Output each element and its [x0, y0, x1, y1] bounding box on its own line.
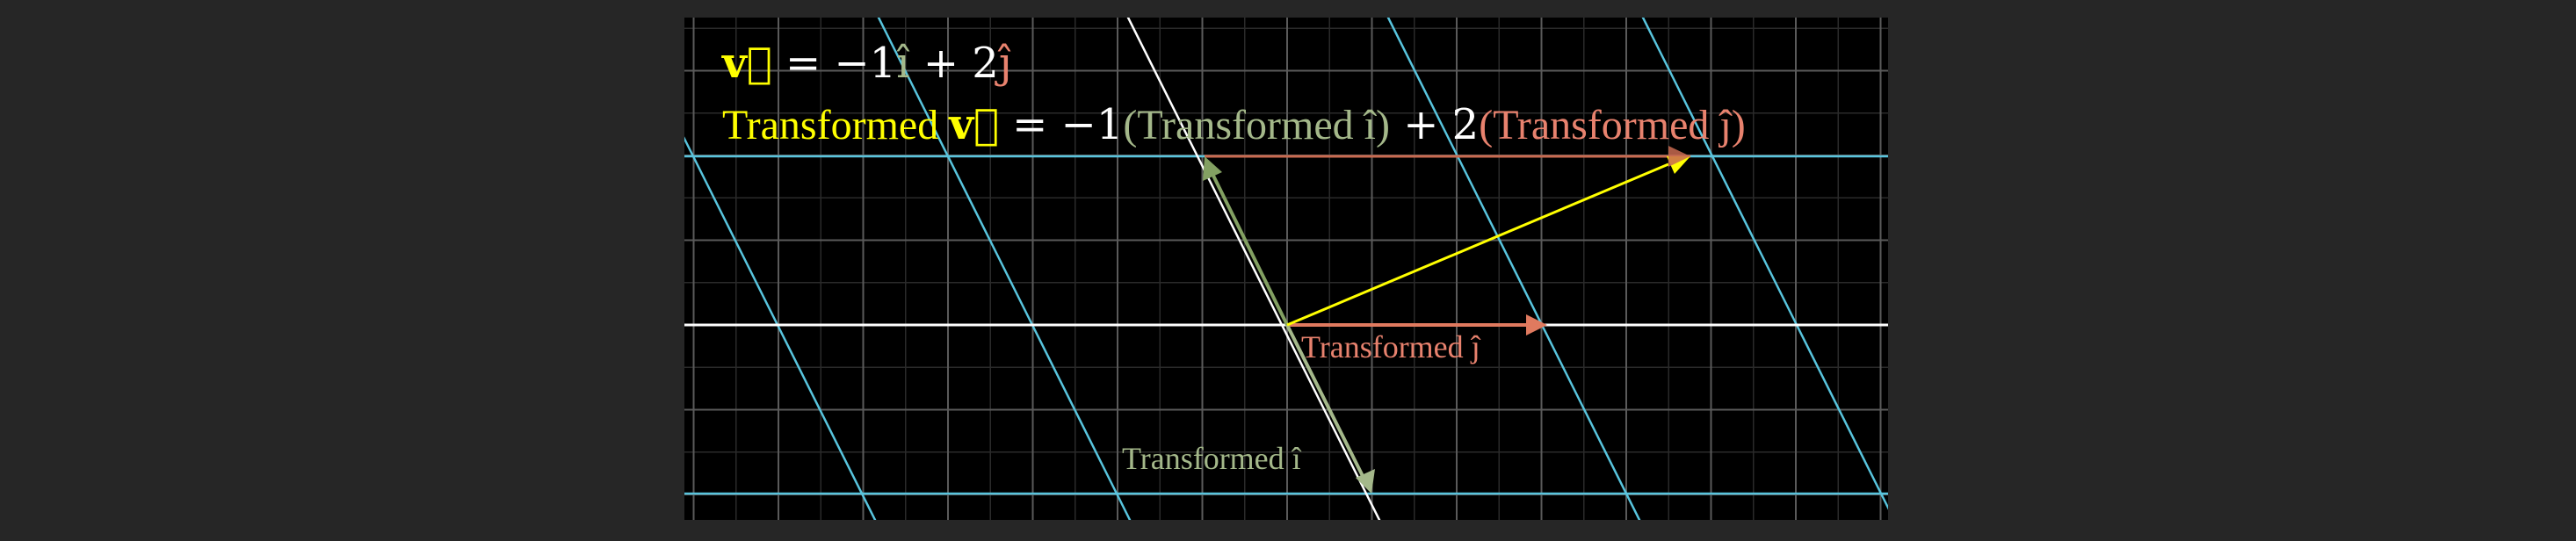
v-symbol: v⃗ — [722, 39, 772, 88]
transformed-axis-line — [1126, 18, 1381, 520]
transformed-grid-line-slanted — [684, 136, 877, 520]
transformed-v-symbol: v⃗ — [949, 100, 999, 149]
transformed-grid-line-slanted — [1641, 18, 1888, 510]
transformed-grid-line-slanted — [1386, 18, 1641, 520]
transformed-j-hat-arrow — [1287, 314, 1547, 335]
transformed-j-hat-label: Transformed ĵ — [1301, 329, 1480, 364]
background-grid — [684, 18, 1888, 520]
transformed-coefficient-minus-one: = −1 — [998, 100, 1124, 149]
transformed-i-term: (Transformed î) — [1123, 102, 1390, 148]
j-hat-symbol: ĵ — [998, 39, 1012, 88]
scaled-i-hat-arrow — [1203, 156, 1289, 326]
equation-coefficient-minus-one: = −1 — [771, 39, 897, 88]
linear-transformation-plot — [684, 18, 1888, 520]
transformed-grid-line-slanted — [877, 18, 1132, 520]
transformed-j-term: (Transformed ĵ) — [1479, 102, 1746, 148]
j-hat-guide-arrowhead — [1668, 146, 1690, 167]
diagram-canvas: v⃗ = −1î + 2ĵ Transformed v⃗ = −1(Transf… — [684, 18, 1888, 520]
transformed-i-hat-label: Transformed î — [1122, 441, 1301, 476]
i-hat-symbol: î — [896, 39, 910, 88]
transformed-prefix: Transformed — [722, 102, 950, 148]
transformed-i-hat-arrow-down — [1285, 324, 1375, 494]
transformed-coefficient-plus-two: + 2 — [1389, 100, 1480, 149]
transformed-vector-equation: Transformed v⃗ = −1(Transformed î) + 2(T… — [722, 104, 1746, 147]
vector-equation: v⃗ = −1î + 2ĵ — [722, 42, 1012, 85]
equation-coefficient-plus-two: + 2 — [909, 39, 999, 88]
